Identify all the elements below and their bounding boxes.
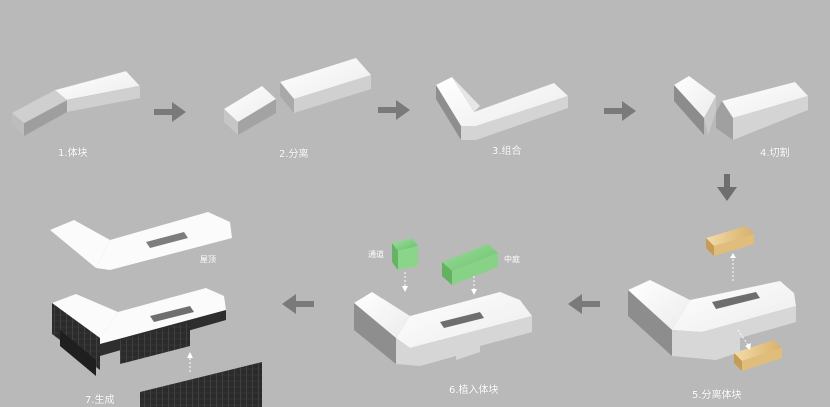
step-2-label: 2.分离: [279, 149, 309, 160]
step4-massing: [674, 76, 808, 140]
step7-roof: [50, 212, 232, 270]
arrow-5-6: [568, 294, 600, 314]
step2-massing: [224, 58, 371, 135]
arrow-6-7: [282, 294, 314, 314]
step-4-label: 4.切割: [760, 148, 790, 159]
passage-tag: 通道: [368, 250, 384, 259]
arrow-4-5: [717, 174, 737, 201]
step-6-label: 6.植入体块: [449, 385, 499, 396]
arrow-2-3: [378, 100, 410, 120]
step1-massing: [11, 70, 141, 136]
step7-building: [52, 288, 262, 407]
arrow-1-2: [154, 102, 186, 122]
step-7-label: 7.生成: [85, 395, 115, 406]
step-5-label: 5.分离体块: [692, 390, 742, 401]
step3-massing: [436, 77, 568, 140]
roof-tag: 屋顶: [200, 255, 216, 264]
courtyard-tag: 中庭: [504, 255, 520, 264]
step-3-label: 3.组合: [492, 146, 522, 157]
step5-massing: [628, 226, 796, 371]
step6-massing: [354, 238, 532, 366]
step-1-label: 1.体块: [58, 148, 88, 159]
arrow-3-4: [604, 101, 636, 121]
